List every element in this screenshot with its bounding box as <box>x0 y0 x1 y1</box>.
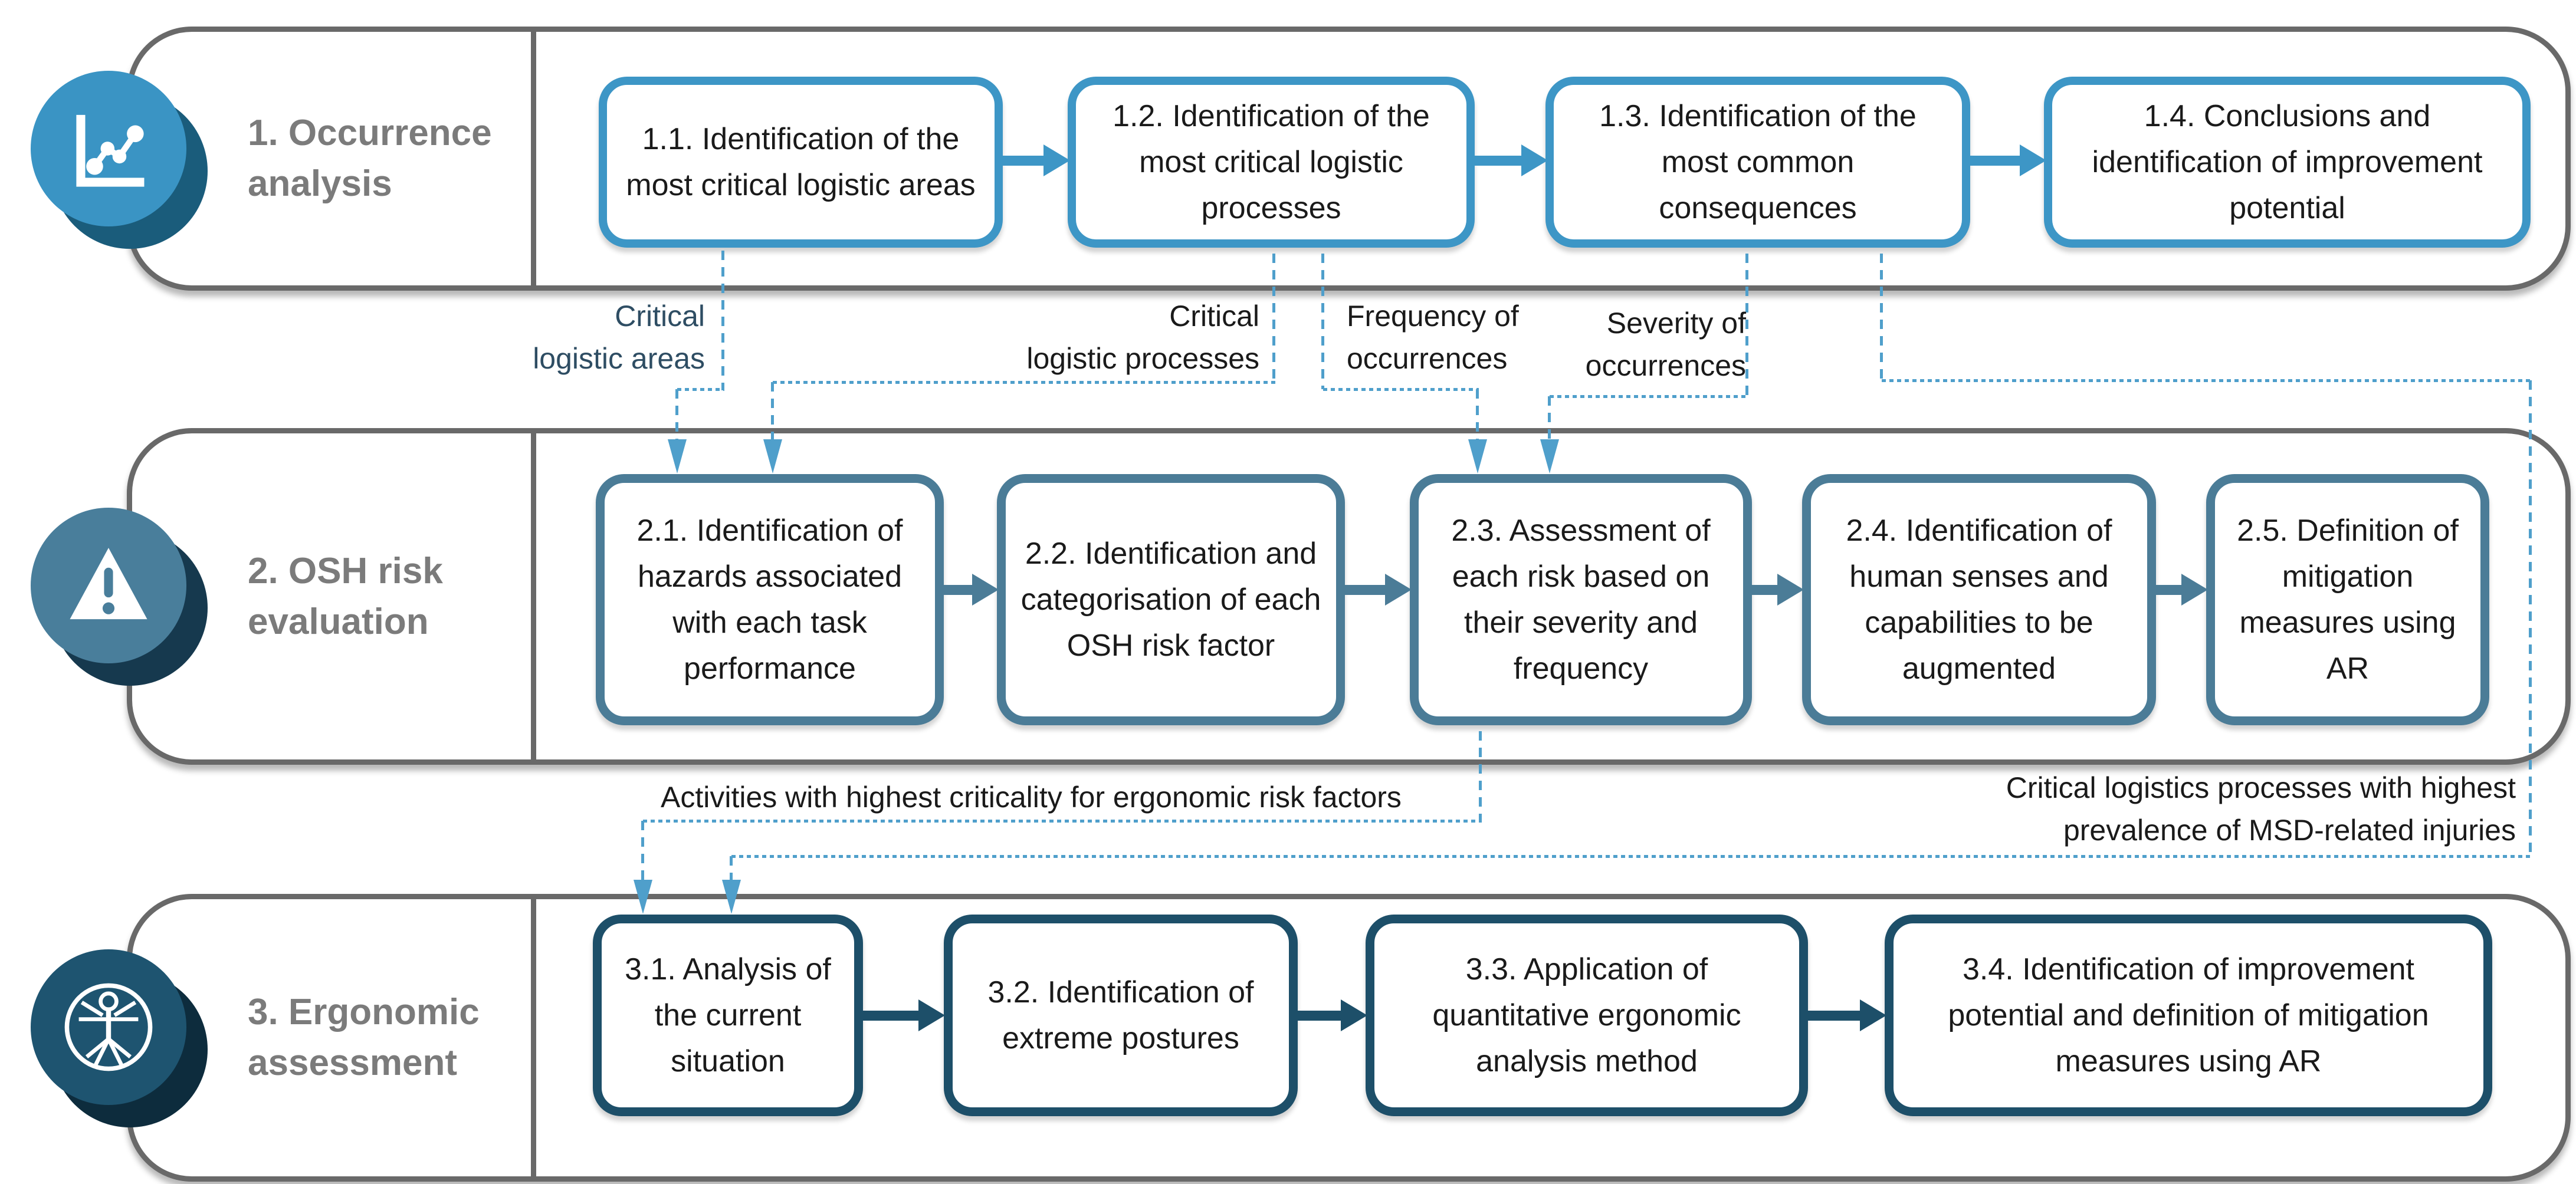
line-chart-glyph <box>76 114 145 187</box>
arrow-2-2-to-2-3 <box>1343 574 1412 606</box>
phase-label-ergonomic-assessment: 3. Ergonomic assessment <box>248 992 480 1083</box>
step-text: 2.5. Definition of mitigation measures u… <box>2237 514 2459 686</box>
connector-label-activities-highest-criticality: Activities with highest criticality for … <box>661 781 1402 814</box>
step-box-2-3: 2.3. Assessment of each risk based on th… <box>1410 474 1752 725</box>
warning-triangle-icon <box>31 508 209 686</box>
step-text: 1.1. Identification of the most critical… <box>626 122 976 202</box>
arrow-2-1-to-2-2 <box>942 574 999 606</box>
phase-label-osh-risk-evaluation: 2. OSH risk evaluation <box>248 550 443 642</box>
connector-1-1-drop <box>675 389 678 439</box>
step-text: 3.4. Identification of improvement poten… <box>1948 952 2429 1078</box>
phase-band-osh-risk-evaluation <box>127 428 2571 765</box>
connector-label-frequency-of-occurrences: Frequency of occurrences <box>1347 300 1519 375</box>
step-box-1-1: 1.1. Identification of the most critical… <box>599 77 1003 248</box>
step-text: 1.2. Identification of the most critical… <box>1113 99 1430 225</box>
arrow-3-3-to-3-4 <box>1807 999 1886 1031</box>
icon-circle <box>31 71 186 226</box>
icon-circle <box>31 949 186 1105</box>
connector-label-critical-logistic-areas: Critical logistic areas <box>533 300 705 375</box>
vitruvian-man-glyph <box>64 983 153 1071</box>
connector-1-2-drop-left <box>771 382 774 439</box>
connector-arrowhead-into-3-1-right <box>722 880 741 914</box>
connector-1-3-down-left <box>1745 254 1748 396</box>
band-divider <box>531 433 536 759</box>
connector-arrowhead-into-2-1-right <box>763 439 782 473</box>
band-divider <box>531 899 536 1176</box>
arrow-2-3-to-2-4 <box>1750 574 1804 606</box>
connector-1-2-step-left <box>773 381 1275 384</box>
step-box-3-3: 3.3. Application of quantitative ergonom… <box>1366 915 1808 1116</box>
connector-label-severity-of-occurrences: Severity of occurrences <box>1585 307 1746 382</box>
connector-arrowhead-into-3-1-left <box>634 880 652 914</box>
step-box-1-3: 1.3. Identification of the most common c… <box>1545 77 1970 248</box>
connector-1-2-step-right <box>1323 388 1479 391</box>
phase-label-occurrence-analysis: 1. Occurrence analysis <box>248 113 492 204</box>
connector-label-critical-logistic-processes: Critical logistic processes <box>1026 300 1259 375</box>
step-box-1-2: 1.2. Identification of the most critical… <box>1068 77 1475 248</box>
step-box-3-4: 3.4. Identification of improvement poten… <box>1885 915 2492 1116</box>
connector-1-2-down-right <box>1321 254 1324 389</box>
step-box-2-4: 2.4. Identification of human senses and … <box>1802 474 2156 725</box>
connector-activities-horizontal <box>643 820 1482 823</box>
icon-circle <box>31 508 186 663</box>
step-text: 2.4. Identification of human senses and … <box>1846 514 2112 686</box>
arrow-3-2-to-3-3 <box>1297 999 1367 1031</box>
step-box-1-4: 1.4. Conclusions and identification of i… <box>2044 77 2531 248</box>
connector-1-3-step-right <box>1882 379 2532 382</box>
connector-arrowhead-into-2-3-right <box>1540 439 1559 473</box>
arrow-1-3-to-1-4 <box>1969 144 2046 176</box>
connector-msd-drop <box>730 856 733 880</box>
arrow-2-4-to-2-5 <box>2154 574 2208 606</box>
step-box-2-1: 2.1. Identification of hazards associate… <box>596 474 944 725</box>
connector-right-long-drop <box>2529 380 2532 856</box>
warning-triangle-glyph <box>70 548 147 620</box>
step-box-2-2: 2.2. Identification and categorisation o… <box>997 474 1345 725</box>
connector-1-3-step-left <box>1550 395 1748 398</box>
step-text: 1.3. Identification of the most common c… <box>1599 99 1917 225</box>
step-text: 3.2. Identification of extreme postures <box>987 975 1254 1055</box>
step-box-2-5: 2.5. Definition of mitigation measures u… <box>2206 474 2489 725</box>
connector-1-3-down-right <box>1880 254 1883 380</box>
step-text: 2.1. Identification of hazards associate… <box>636 514 903 686</box>
connector-arrowhead-into-2-3-left <box>1468 439 1487 473</box>
step-text: 3.1. Analysis of the current situation <box>625 952 831 1078</box>
connector-label-critical-msd-processes: Critical logistics processes with highes… <box>2006 771 2516 847</box>
arrow-1-2-to-1-3 <box>1474 144 1548 176</box>
connector-1-3-drop-left <box>1548 396 1551 439</box>
connector-2-3-down <box>1479 731 1482 822</box>
connector-arrowhead-into-2-1-left <box>668 439 687 473</box>
connector-1-2-drop-right <box>1476 389 1479 439</box>
arrow-3-1-to-3-2 <box>862 999 945 1031</box>
connector-1-2-down-left <box>1272 254 1275 382</box>
connector-1-1-down <box>721 251 724 390</box>
step-text: 2.3. Assessment of each risk based on th… <box>1451 514 1711 686</box>
step-text: 2.2. Identification and categorisation o… <box>1020 537 1321 663</box>
vitruvian-man-icon <box>31 949 209 1127</box>
connector-1-1-step <box>677 388 724 391</box>
band-divider <box>531 32 536 285</box>
connector-msd-horizontal <box>731 855 2532 858</box>
step-box-3-2: 3.2. Identification of extreme postures <box>944 915 1298 1116</box>
step-text: 1.4. Conclusions and identification of i… <box>2092 99 2483 225</box>
connector-activities-drop <box>641 821 644 880</box>
arrow-1-1-to-1-2 <box>1002 144 1070 176</box>
step-text: 3.3. Application of quantitative ergonom… <box>1432 952 1741 1078</box>
line-chart-icon <box>31 71 209 249</box>
step-box-3-1: 3.1. Analysis of the current situation <box>593 915 863 1116</box>
